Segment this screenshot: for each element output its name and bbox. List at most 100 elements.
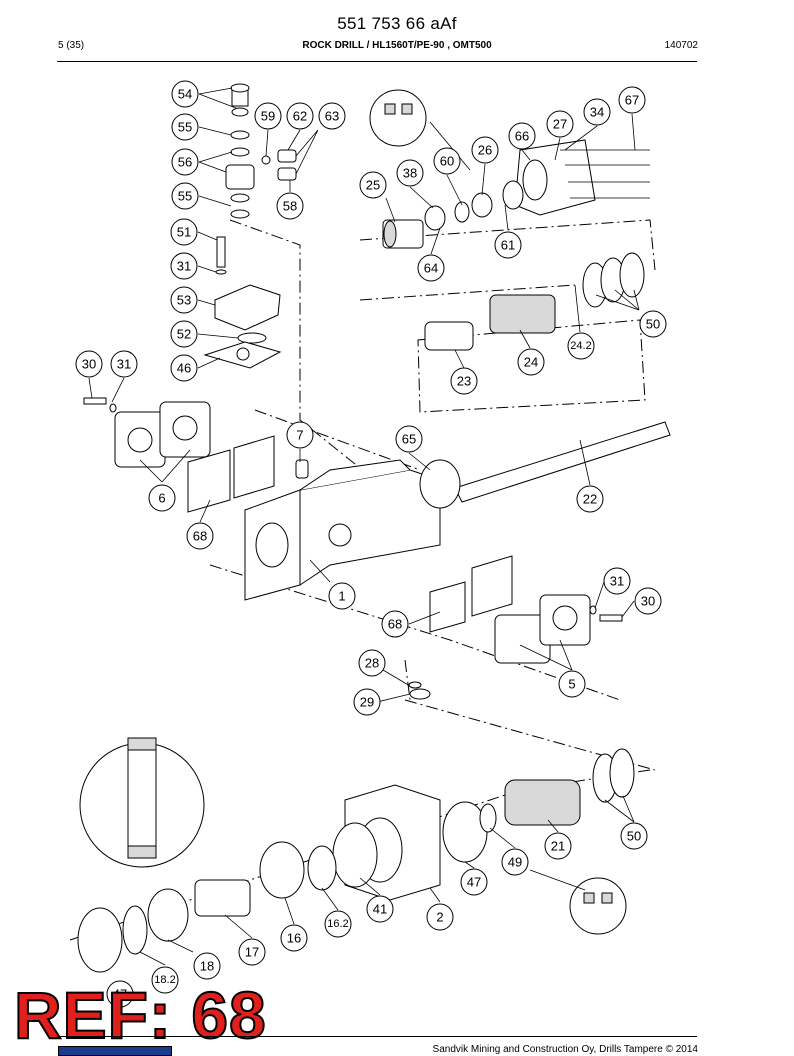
callout-63: 63	[318, 102, 346, 130]
leader-lines	[88, 87, 640, 966]
svg-text:24: 24	[524, 355, 538, 370]
callout-30: 30	[75, 350, 103, 378]
fitting-parts	[225, 83, 297, 219]
callout-28: 28	[358, 649, 386, 677]
piston-parts	[424, 252, 645, 351]
svg-text:34: 34	[590, 105, 604, 120]
side-housings-right	[408, 555, 623, 700]
svg-text:26: 26	[478, 143, 492, 158]
callout-66: 66	[508, 122, 536, 150]
svg-text:30: 30	[82, 357, 96, 372]
svg-text:52: 52	[177, 327, 191, 342]
main-housing	[244, 459, 441, 601]
callout-38: 38	[396, 159, 424, 187]
callout-30b: 30	[634, 587, 662, 615]
callout-60: 60	[433, 147, 461, 175]
svg-text:38: 38	[403, 166, 417, 181]
callout-16-2: 16.2	[324, 910, 352, 938]
svg-text:65: 65	[402, 432, 416, 447]
callout-29: 29	[353, 688, 381, 716]
svg-text:61: 61	[501, 238, 515, 253]
callout-62: 62	[286, 102, 314, 130]
document-number: 551 753 66 aAf	[337, 14, 457, 33]
callout-68b: 68	[381, 610, 409, 638]
svg-text:18: 18	[200, 959, 214, 974]
callout-17: 17	[238, 938, 266, 966]
callout-34: 34	[583, 98, 611, 126]
callout-47b: 47	[106, 980, 134, 1008]
svg-text:54: 54	[178, 87, 192, 102]
svg-text:68: 68	[193, 529, 207, 544]
callout-54: 54	[171, 80, 199, 108]
svg-text:16: 16	[287, 931, 301, 946]
callout-1: 1	[328, 582, 356, 610]
piston-rod	[419, 421, 671, 509]
callout-21: 21	[544, 832, 572, 860]
callout-24-2: 24.2	[567, 332, 595, 360]
callout-31b: 31	[110, 350, 138, 378]
svg-text:47: 47	[467, 875, 481, 890]
header-rule	[57, 61, 697, 62]
callout-52: 52	[170, 320, 198, 348]
callout-50: 50	[639, 310, 667, 338]
callout-50b: 50	[620, 822, 648, 850]
svg-text:27: 27	[553, 117, 567, 132]
flange-parts	[203, 236, 282, 369]
footer-rule	[57, 1036, 697, 1037]
callout-49: 49	[501, 848, 529, 876]
svg-text:63: 63	[325, 109, 339, 124]
callout-27: 27	[546, 110, 574, 138]
callout-59: 59	[254, 102, 282, 130]
svg-text:59: 59	[261, 109, 275, 124]
side-housings-left	[83, 397, 275, 513]
callout-55: 55	[171, 113, 199, 141]
callout-23: 23	[450, 367, 478, 395]
callout-26: 26	[471, 136, 499, 164]
ref-stamp: REF: 68	[13, 978, 267, 1052]
callout-6: 6	[148, 484, 176, 512]
svg-text:7: 7	[296, 428, 303, 443]
svg-text:23: 23	[457, 374, 471, 389]
callout-31c: 31	[603, 567, 631, 595]
svg-text:17: 17	[245, 945, 259, 960]
date-code: 140702	[664, 40, 698, 51]
callout-61: 61	[494, 231, 522, 259]
svg-text:50: 50	[627, 829, 641, 844]
svg-text:28: 28	[365, 656, 379, 671]
svg-text:41: 41	[373, 902, 387, 917]
callout-51: 51	[170, 218, 198, 246]
svg-text:55: 55	[178, 120, 192, 135]
svg-text:64: 64	[424, 261, 438, 276]
svg-text:47: 47	[113, 987, 127, 1002]
svg-text:24.2: 24.2	[570, 340, 591, 352]
svg-text:22: 22	[583, 492, 597, 507]
svg-text:67: 67	[625, 93, 639, 108]
svg-text:5: 5	[568, 677, 575, 692]
callout-2: 2	[426, 903, 454, 931]
callout-18: 18	[193, 952, 221, 980]
svg-text:51: 51	[177, 225, 191, 240]
callout-5: 5	[558, 670, 586, 698]
callout-16: 16	[280, 924, 308, 952]
svg-text:56: 56	[178, 155, 192, 170]
callout-18-2: 18.2	[151, 966, 179, 994]
svg-text:21: 21	[551, 839, 565, 854]
svg-text:50: 50	[646, 317, 660, 332]
svg-text:18.2: 18.2	[154, 974, 175, 986]
callout-47: 47	[460, 868, 488, 896]
svg-text:1: 1	[338, 589, 345, 604]
svg-text:25: 25	[366, 178, 380, 193]
exploded-parts-diagram: 54 55 56 55 59 62 63 58 51 31 53 52 46 3…	[69, 80, 671, 1008]
callout-41: 41	[366, 895, 394, 923]
svg-text:2: 2	[436, 910, 443, 925]
page-number: 5 (35)	[58, 40, 85, 51]
svg-text:16.2: 16.2	[327, 918, 348, 930]
svg-text:30: 30	[641, 594, 655, 609]
callout-68: 68	[186, 522, 214, 550]
rear-cylinder-parts	[369, 89, 650, 249]
front-section-parts	[77, 737, 635, 973]
svg-text:31: 31	[177, 259, 191, 274]
svg-text:62: 62	[293, 109, 307, 124]
svg-text:66: 66	[515, 129, 529, 144]
svg-text:55: 55	[178, 189, 192, 204]
